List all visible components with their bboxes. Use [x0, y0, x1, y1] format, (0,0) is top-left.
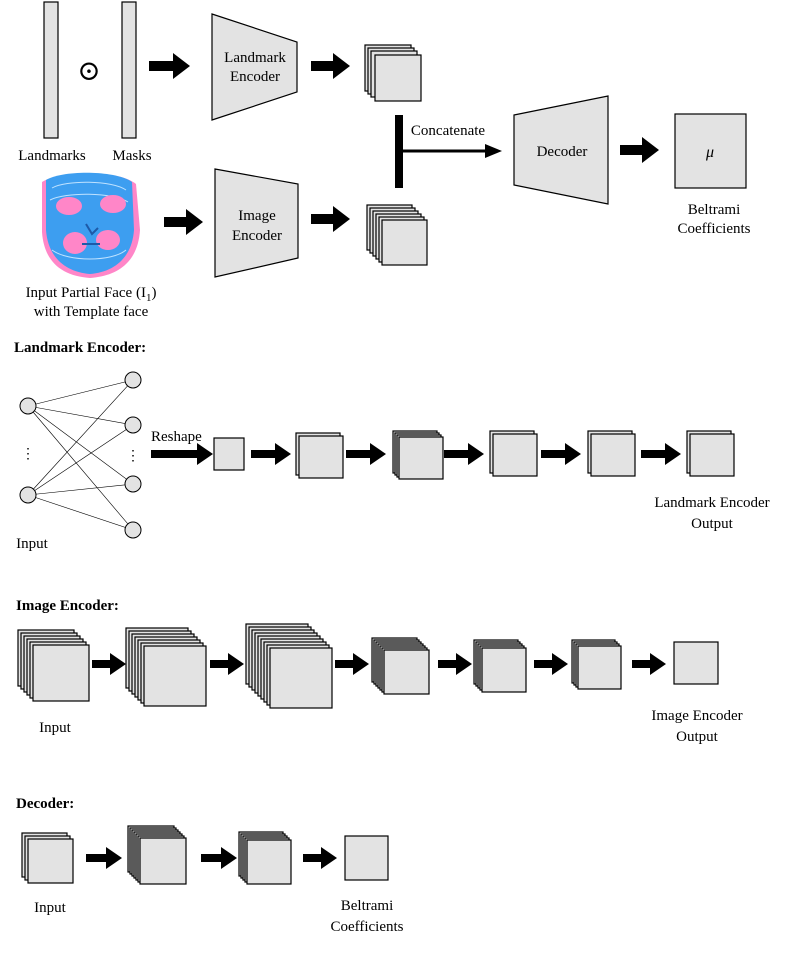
ie-feature-stack-5	[571, 639, 622, 690]
image-feature-stack	[366, 204, 428, 266]
ie-output-label-1: Image Encoder	[651, 708, 742, 724]
input-face-label-line2: with Template face	[34, 304, 149, 320]
ellipsis-right: ⋮	[126, 449, 140, 464]
dec-output-label-1: Beltrami	[341, 898, 394, 914]
hidden-neuron	[124, 521, 142, 539]
ie-arrow-4	[438, 653, 472, 675]
mlp-network	[19, 371, 142, 539]
le-feature-stack-5	[686, 430, 735, 477]
landmark-encoder-block	[211, 13, 298, 121]
reshaped-feature	[213, 437, 245, 471]
hidden-neuron	[124, 371, 142, 389]
concatenate-arrowhead	[485, 144, 502, 158]
landmark-encoder-text-2: Encoder	[230, 69, 280, 85]
le-arrow-2	[346, 443, 386, 465]
beltrami-label-2: Coefficients	[677, 221, 750, 237]
arrow-from-landmark-encoder	[311, 53, 350, 79]
beltrami-label-1: Beltrami	[688, 202, 741, 218]
dec-output-label-2: Coefficients	[330, 919, 403, 935]
reshape-arrow	[151, 443, 213, 465]
mu-output-box	[674, 113, 747, 189]
arrow-from-image-encoder	[311, 206, 350, 232]
le-arrow-1	[251, 443, 291, 465]
dec-feature-stack-1	[127, 825, 187, 885]
image-encoder-text-2: Encoder	[232, 228, 282, 244]
ie-arrow-3	[335, 653, 369, 675]
dec-feature-stack-2	[238, 831, 292, 885]
input-face-label-line1: Input Partial Face (I1)	[26, 285, 157, 304]
le-feature-stack-3	[489, 430, 538, 477]
ie-arrow-6	[632, 653, 666, 675]
landmark-input-label: Input	[16, 536, 48, 552]
masks-bar	[121, 1, 137, 139]
ie-arrow-1	[92, 653, 126, 675]
le-arrow-3	[444, 443, 484, 465]
le-feature-stack-2	[392, 430, 444, 480]
decoder-title: Decoder:	[16, 796, 74, 812]
dec-arrow-1	[86, 847, 122, 869]
landmark-encoder-title: Landmark Encoder:	[14, 340, 146, 356]
hidden-neuron	[124, 475, 142, 493]
decoder-block	[513, 95, 609, 205]
image-encoder-text-1: Image	[238, 208, 276, 224]
masks-label: Masks	[112, 148, 151, 164]
ie-arrow-5	[534, 653, 568, 675]
arrow-to-landmark-encoder	[149, 53, 190, 79]
le-feature-stack-1	[295, 432, 344, 479]
le-output-label-1: Landmark Encoder	[654, 495, 769, 511]
image-encoder-block	[214, 168, 299, 278]
ie-feature-stack-2	[245, 623, 333, 709]
landmarks-label: Landmarks	[18, 148, 86, 164]
le-feature-stack-4	[587, 430, 636, 477]
landmark-feature-stack	[364, 44, 422, 102]
arrow-to-mu	[620, 137, 659, 163]
ie-output-feature	[673, 641, 719, 685]
decoder-label: Decoder	[537, 144, 588, 160]
dec-arrow-2	[201, 847, 237, 869]
image-encoder-title: Image Encoder:	[16, 598, 119, 614]
landmarks-bar	[43, 1, 59, 139]
ie-feature-stack-3	[371, 637, 430, 695]
dec-output-feature	[344, 835, 389, 881]
reshape-label: Reshape	[151, 429, 202, 445]
le-arrow-5	[641, 443, 681, 465]
le-output-label-2: Output	[691, 516, 734, 532]
input-neuron	[19, 486, 37, 504]
ie-feature-stack-4	[473, 639, 527, 693]
arrow-to-image-encoder	[164, 209, 203, 235]
dec-arrow-3	[303, 847, 337, 869]
concatenate-label: Concatenate	[411, 123, 485, 139]
ellipsis-left: ⋮	[21, 447, 35, 462]
ie-arrow-2	[210, 653, 244, 675]
partial-face-image	[42, 172, 140, 278]
ie-input-stack	[17, 629, 90, 702]
hidden-neuron	[124, 416, 142, 434]
concatenate-bar	[395, 115, 403, 188]
dec-input-label: Input	[34, 900, 66, 916]
mu-symbol: μ	[705, 144, 714, 161]
le-arrow-4	[541, 443, 581, 465]
ie-feature-stack-1	[125, 627, 207, 707]
landmark-encoder-text-1: Landmark	[224, 50, 286, 66]
dec-input-stack	[21, 832, 74, 884]
ie-input-label: Input	[39, 720, 71, 736]
input-neuron	[19, 397, 37, 415]
ie-output-label-2: Output	[676, 729, 719, 745]
odot-symbol: ⊙	[77, 56, 100, 87]
